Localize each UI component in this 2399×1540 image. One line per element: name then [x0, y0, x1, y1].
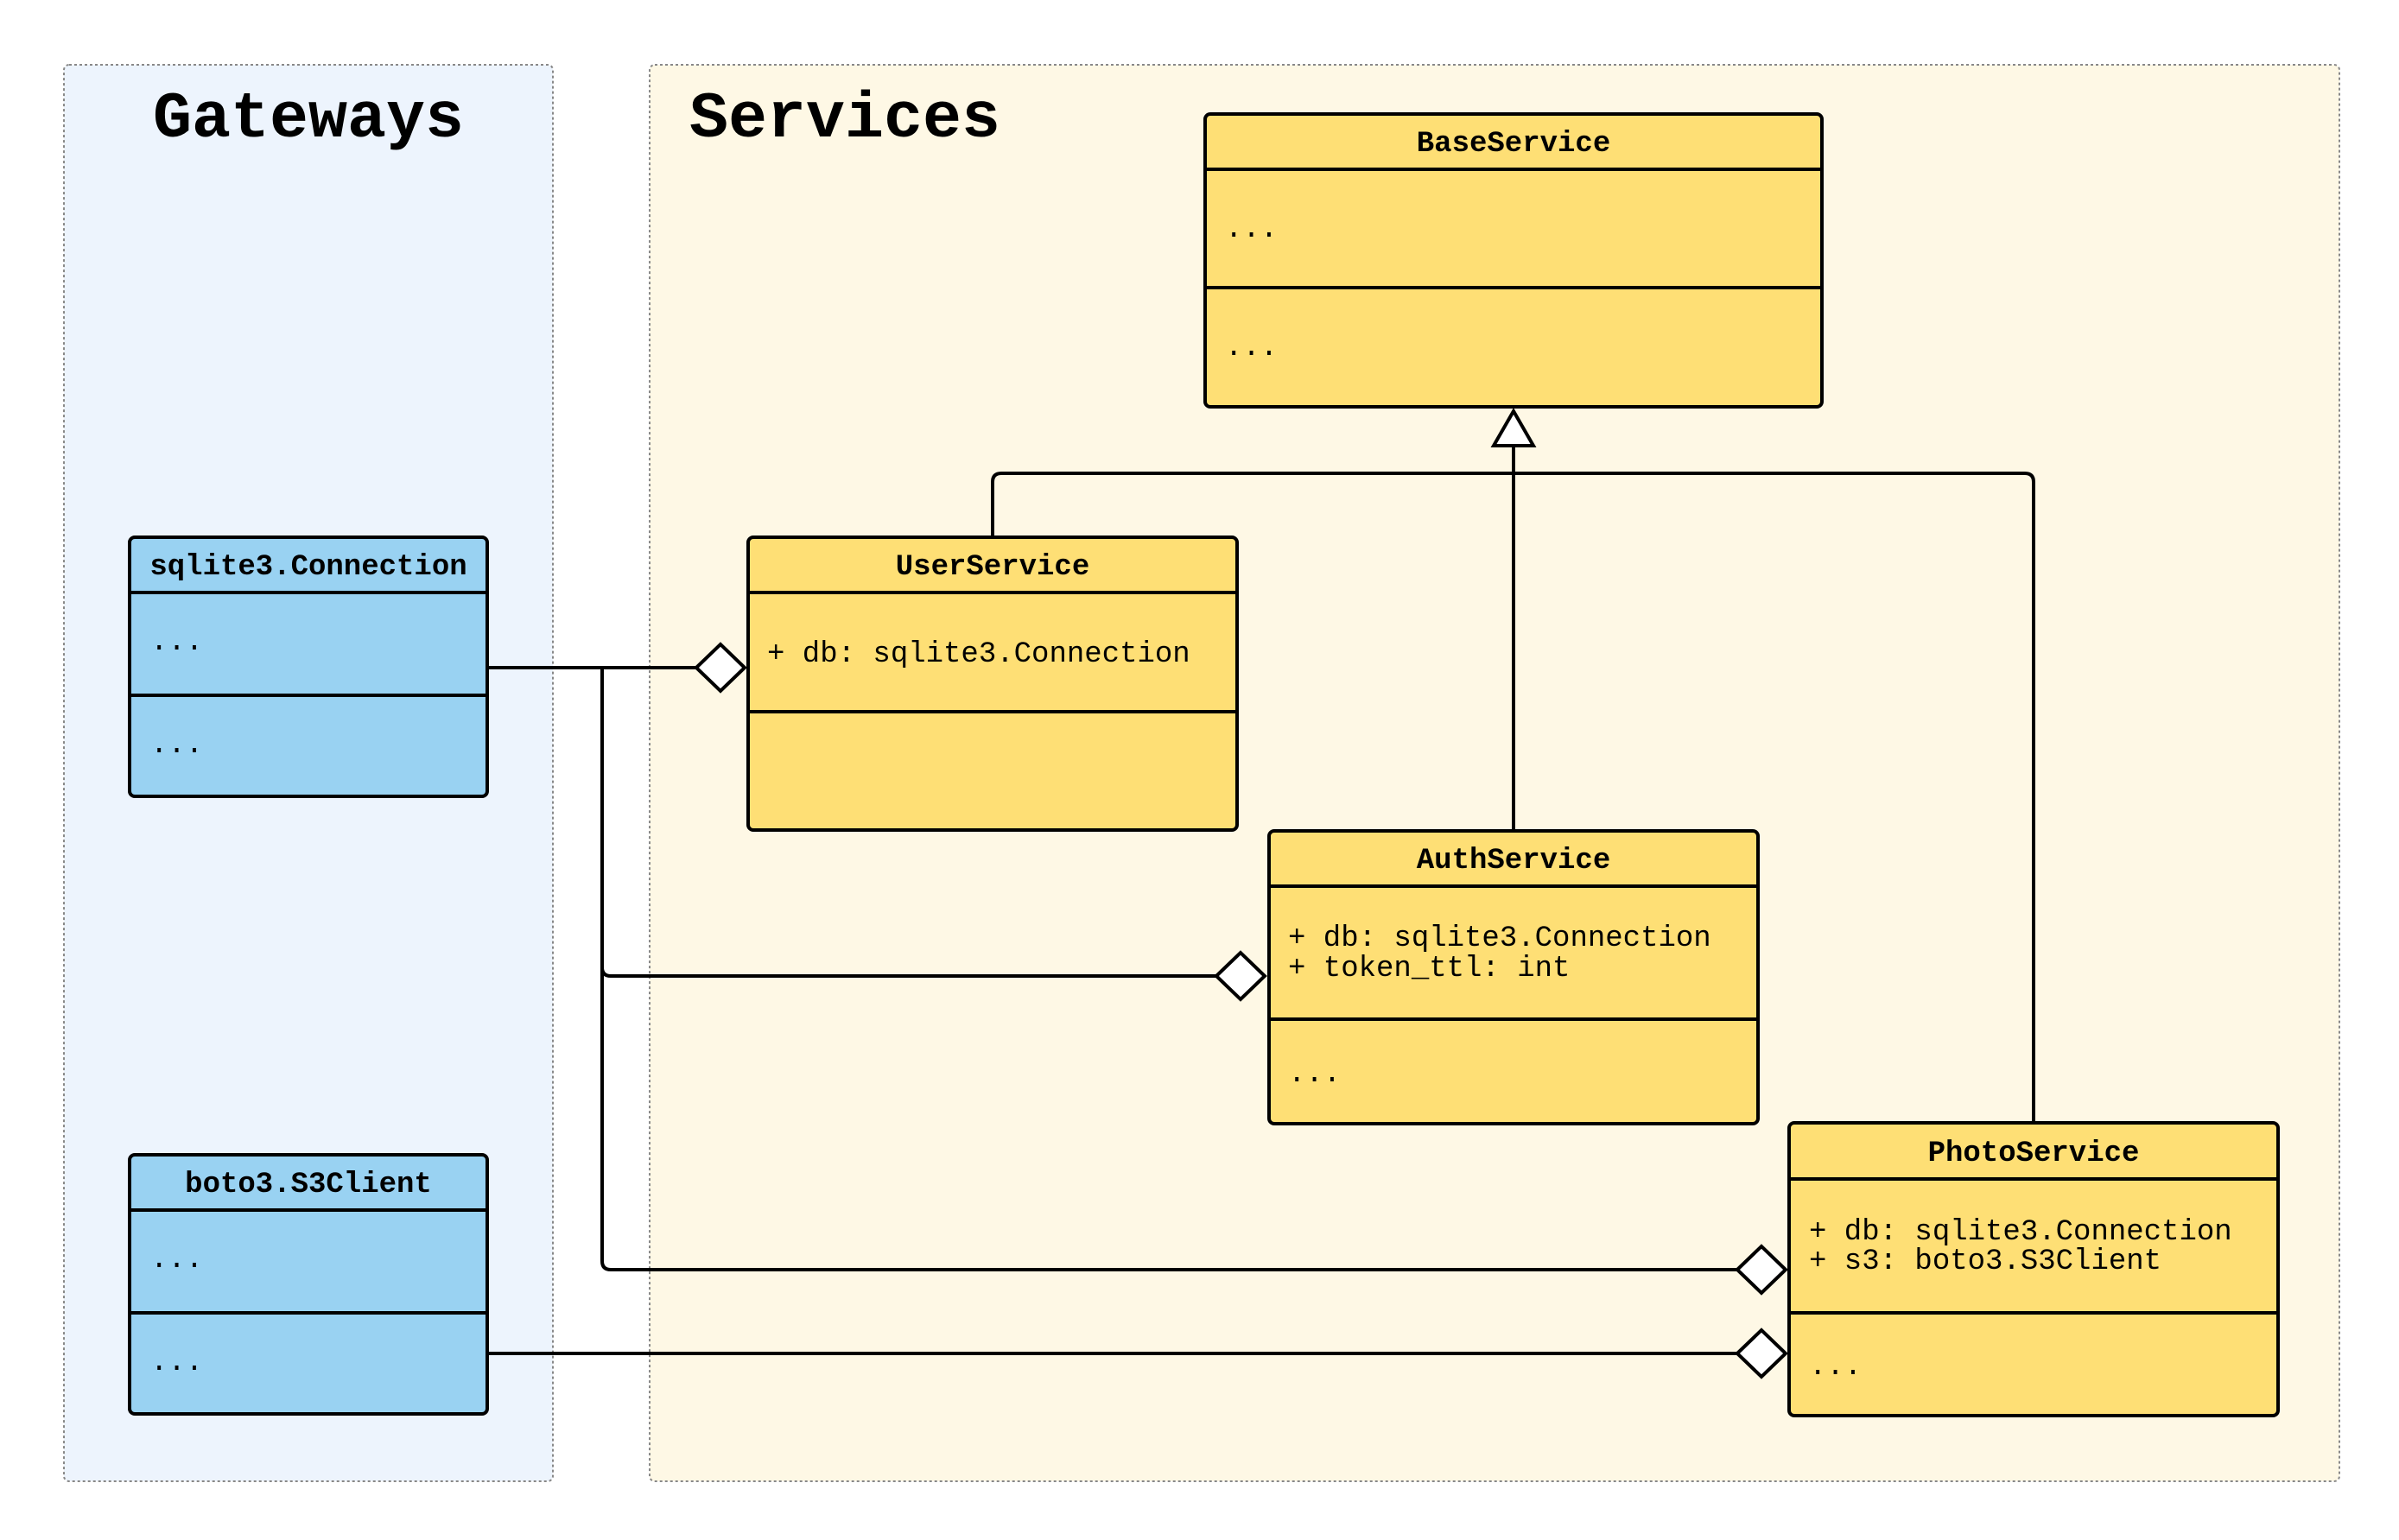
class-attribute: + s3: boto3.S3Client — [1809, 1245, 2161, 1278]
aggregation-diamond-photoservice-s3 — [1735, 1328, 1788, 1379]
class-boto3-s3client: boto3.S3Client ... ... — [128, 1153, 489, 1416]
inheritance-arrowhead — [1490, 407, 1537, 447]
class-userservice: UserService + db: sqlite3.Connection — [746, 536, 1239, 832]
class-baseservice: BaseService ... ... — [1203, 112, 1824, 409]
class-name: boto3.S3Client — [185, 1169, 432, 1201]
aggregation-diamond-photoservice-db — [1735, 1244, 1788, 1296]
class-box — [1267, 829, 1760, 1125]
class-methods: ... — [150, 1347, 203, 1379]
package-gateways-title: Gateways — [153, 83, 464, 156]
inheritance-line-photoservice — [1514, 472, 2035, 1123]
class-box — [1787, 1121, 2280, 1417]
class-sqlite3-connection: sqlite3.Connection ... ... — [128, 536, 489, 798]
package-services-title: Services — [689, 83, 1000, 156]
class-name: PhotoService — [1928, 1138, 2140, 1170]
aggregation-line-sqlite-photoservice — [600, 668, 1737, 1271]
class-photoservice: PhotoService + db: sqlite3.Connection + … — [1787, 1121, 2280, 1417]
connectors — [487, 439, 2035, 1355]
class-methods: ... — [150, 729, 203, 762]
class-attributes: ... — [150, 1244, 203, 1277]
class-attribute: + token_ttl: int — [1288, 953, 1570, 985]
class-methods: ... — [1225, 332, 1278, 364]
class-attribute: + db: sqlite3.Connection — [1809, 1216, 2232, 1249]
class-name: UserService — [896, 551, 1089, 584]
class-methods: ... — [1288, 1058, 1341, 1091]
class-attribute: + db: sqlite3.Connection — [1288, 922, 1711, 955]
class-attributes: ... — [150, 626, 203, 659]
class-name: AuthService — [1417, 845, 1610, 878]
class-attributes: + db: sqlite3.Connection — [767, 638, 1190, 671]
class-name: BaseService — [1417, 128, 1610, 161]
class-attributes: ... — [1225, 213, 1278, 246]
class-name: sqlite3.Connection — [149, 551, 466, 584]
class-methods: ... — [1809, 1351, 1862, 1384]
class-box — [1203, 112, 1824, 409]
aggregation-diamond-userservice — [694, 642, 747, 694]
class-box — [746, 536, 1239, 832]
inheritance-line-userservice — [991, 439, 1515, 537]
class-box — [128, 536, 489, 798]
class-authservice: AuthService + db: sqlite3.Connection + t… — [1267, 829, 1760, 1125]
class-box — [128, 1153, 489, 1416]
aggregation-diamond-authservice — [1214, 950, 1267, 1002]
